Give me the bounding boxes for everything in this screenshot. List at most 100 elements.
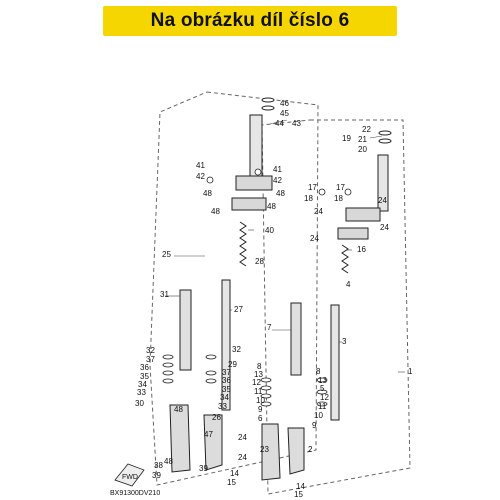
leader-lines xyxy=(165,119,405,373)
callout-number: 24 xyxy=(238,453,247,462)
callout-number: 11 xyxy=(318,402,327,411)
fork-axle-holder xyxy=(287,427,305,475)
callout-number: 35 xyxy=(222,385,231,394)
callout-number: 34 xyxy=(220,393,229,402)
bolt-icon xyxy=(344,188,352,196)
bracket-icon xyxy=(337,227,369,240)
washer-icon xyxy=(378,138,392,144)
callout-number: 48 xyxy=(164,457,173,466)
callout-number: 13 xyxy=(318,376,327,385)
callout-number: 40 xyxy=(265,226,274,235)
callout-number: 44 xyxy=(275,119,284,128)
right-fork-assembly xyxy=(261,130,392,481)
right-small-parts xyxy=(260,188,352,407)
callout-number: 4 xyxy=(346,280,351,289)
callout-number: 6 xyxy=(258,414,263,423)
callout-number: 39 xyxy=(152,471,161,480)
washer-icon xyxy=(260,377,272,383)
fork-axle-holder xyxy=(203,414,223,471)
washer-icon xyxy=(162,370,174,376)
callout-number: 24 xyxy=(238,433,247,442)
washer-icon xyxy=(316,389,328,395)
washer-icon xyxy=(205,378,217,384)
callout-number: 35 xyxy=(140,372,149,381)
callout-number: 34 xyxy=(138,380,147,389)
left-fork-assembly xyxy=(169,97,275,473)
callout-number: 10 xyxy=(256,396,265,405)
washer-icon xyxy=(260,385,272,391)
fork-bottom-case xyxy=(261,423,281,481)
fork-tube-icon xyxy=(290,302,302,376)
callout-number: 24 xyxy=(310,234,319,243)
washer-icon xyxy=(261,97,275,103)
fork-tube-icon xyxy=(377,154,389,212)
callout-number: 28 xyxy=(255,257,264,266)
callout-number: 48 xyxy=(267,202,276,211)
washer-icon xyxy=(316,401,328,407)
callout-number: 2 xyxy=(308,445,313,454)
callout-number: 41 xyxy=(196,161,205,170)
fwd-label: FWD xyxy=(122,474,138,481)
callout-number: 48 xyxy=(174,405,183,414)
callout-number: 27 xyxy=(234,305,243,314)
callout-number: 23 xyxy=(260,445,269,454)
callout-number: 17 xyxy=(308,183,317,192)
fork-bottom-case xyxy=(169,404,191,473)
callout-number: 11 xyxy=(254,387,263,396)
callout-number: 26 xyxy=(212,413,221,422)
left-small-parts xyxy=(162,168,262,384)
left-callouts: 46 45 43 44 41 41 42 42 48 48 48 48 40 2… xyxy=(135,99,301,480)
callout-number: 37 xyxy=(222,368,231,377)
bolt-icon xyxy=(254,168,262,176)
bolt-icon xyxy=(318,188,326,196)
callout-number: 21 xyxy=(358,135,367,144)
washer-icon xyxy=(162,354,174,360)
washer-icon xyxy=(260,401,272,407)
callout-number: 18 xyxy=(304,194,313,203)
page-banner: Na obrázku díl číslo 6 xyxy=(103,6,397,36)
callout-number: 9 xyxy=(258,405,263,414)
washer-icon xyxy=(261,105,275,111)
callout-number: 14 xyxy=(296,482,305,491)
spring-icon xyxy=(239,221,247,267)
callout-number: 38 xyxy=(154,461,163,470)
right-group-outline xyxy=(261,119,411,495)
callout-number: 19 xyxy=(342,134,351,143)
callout-number: 24 xyxy=(380,223,389,232)
callout-number: 37 xyxy=(146,355,155,364)
callout-number: 15 xyxy=(227,478,236,487)
callout-number: 29 xyxy=(228,360,237,369)
callout-number: 32 xyxy=(146,346,155,355)
fork-tube-icon xyxy=(179,289,192,371)
right-callouts: 22 21 19 20 17 17 18 18 24 24 24 24 16 4… xyxy=(227,125,413,499)
washer-icon xyxy=(162,362,174,368)
fork-tube-icon xyxy=(221,279,231,411)
callout-number: 14 xyxy=(230,469,239,478)
callout-number: 16 xyxy=(357,245,366,254)
callout-number: 8 xyxy=(316,367,321,376)
callout-number: 15 xyxy=(294,490,303,499)
callout-number: 12 xyxy=(320,393,329,402)
callout-number: 22 xyxy=(362,125,371,134)
fork-tube-icon xyxy=(330,304,340,421)
callout-number: 31 xyxy=(160,290,169,299)
bracket-icon xyxy=(231,197,267,211)
callout-number: 18 xyxy=(334,194,343,203)
diagram-code: BX91300DV210 xyxy=(110,490,160,497)
washer-icon xyxy=(205,370,217,376)
callout-number: 39 xyxy=(199,464,208,473)
callout-number: 25 xyxy=(162,250,171,259)
washer-icon xyxy=(378,130,392,136)
washer-icon xyxy=(260,393,272,399)
callout-number: 13 xyxy=(254,370,263,379)
callout-number: 48 xyxy=(203,189,212,198)
spring-icon xyxy=(341,244,349,274)
callout-number: 24 xyxy=(314,207,323,216)
callout-number: 12 xyxy=(252,378,261,387)
callout-number: 10 xyxy=(314,411,323,420)
fork-tube-icon xyxy=(249,114,263,178)
callout-number: 9 xyxy=(312,421,317,430)
callout-number: 36 xyxy=(222,376,231,385)
bolt-icon xyxy=(206,176,214,184)
